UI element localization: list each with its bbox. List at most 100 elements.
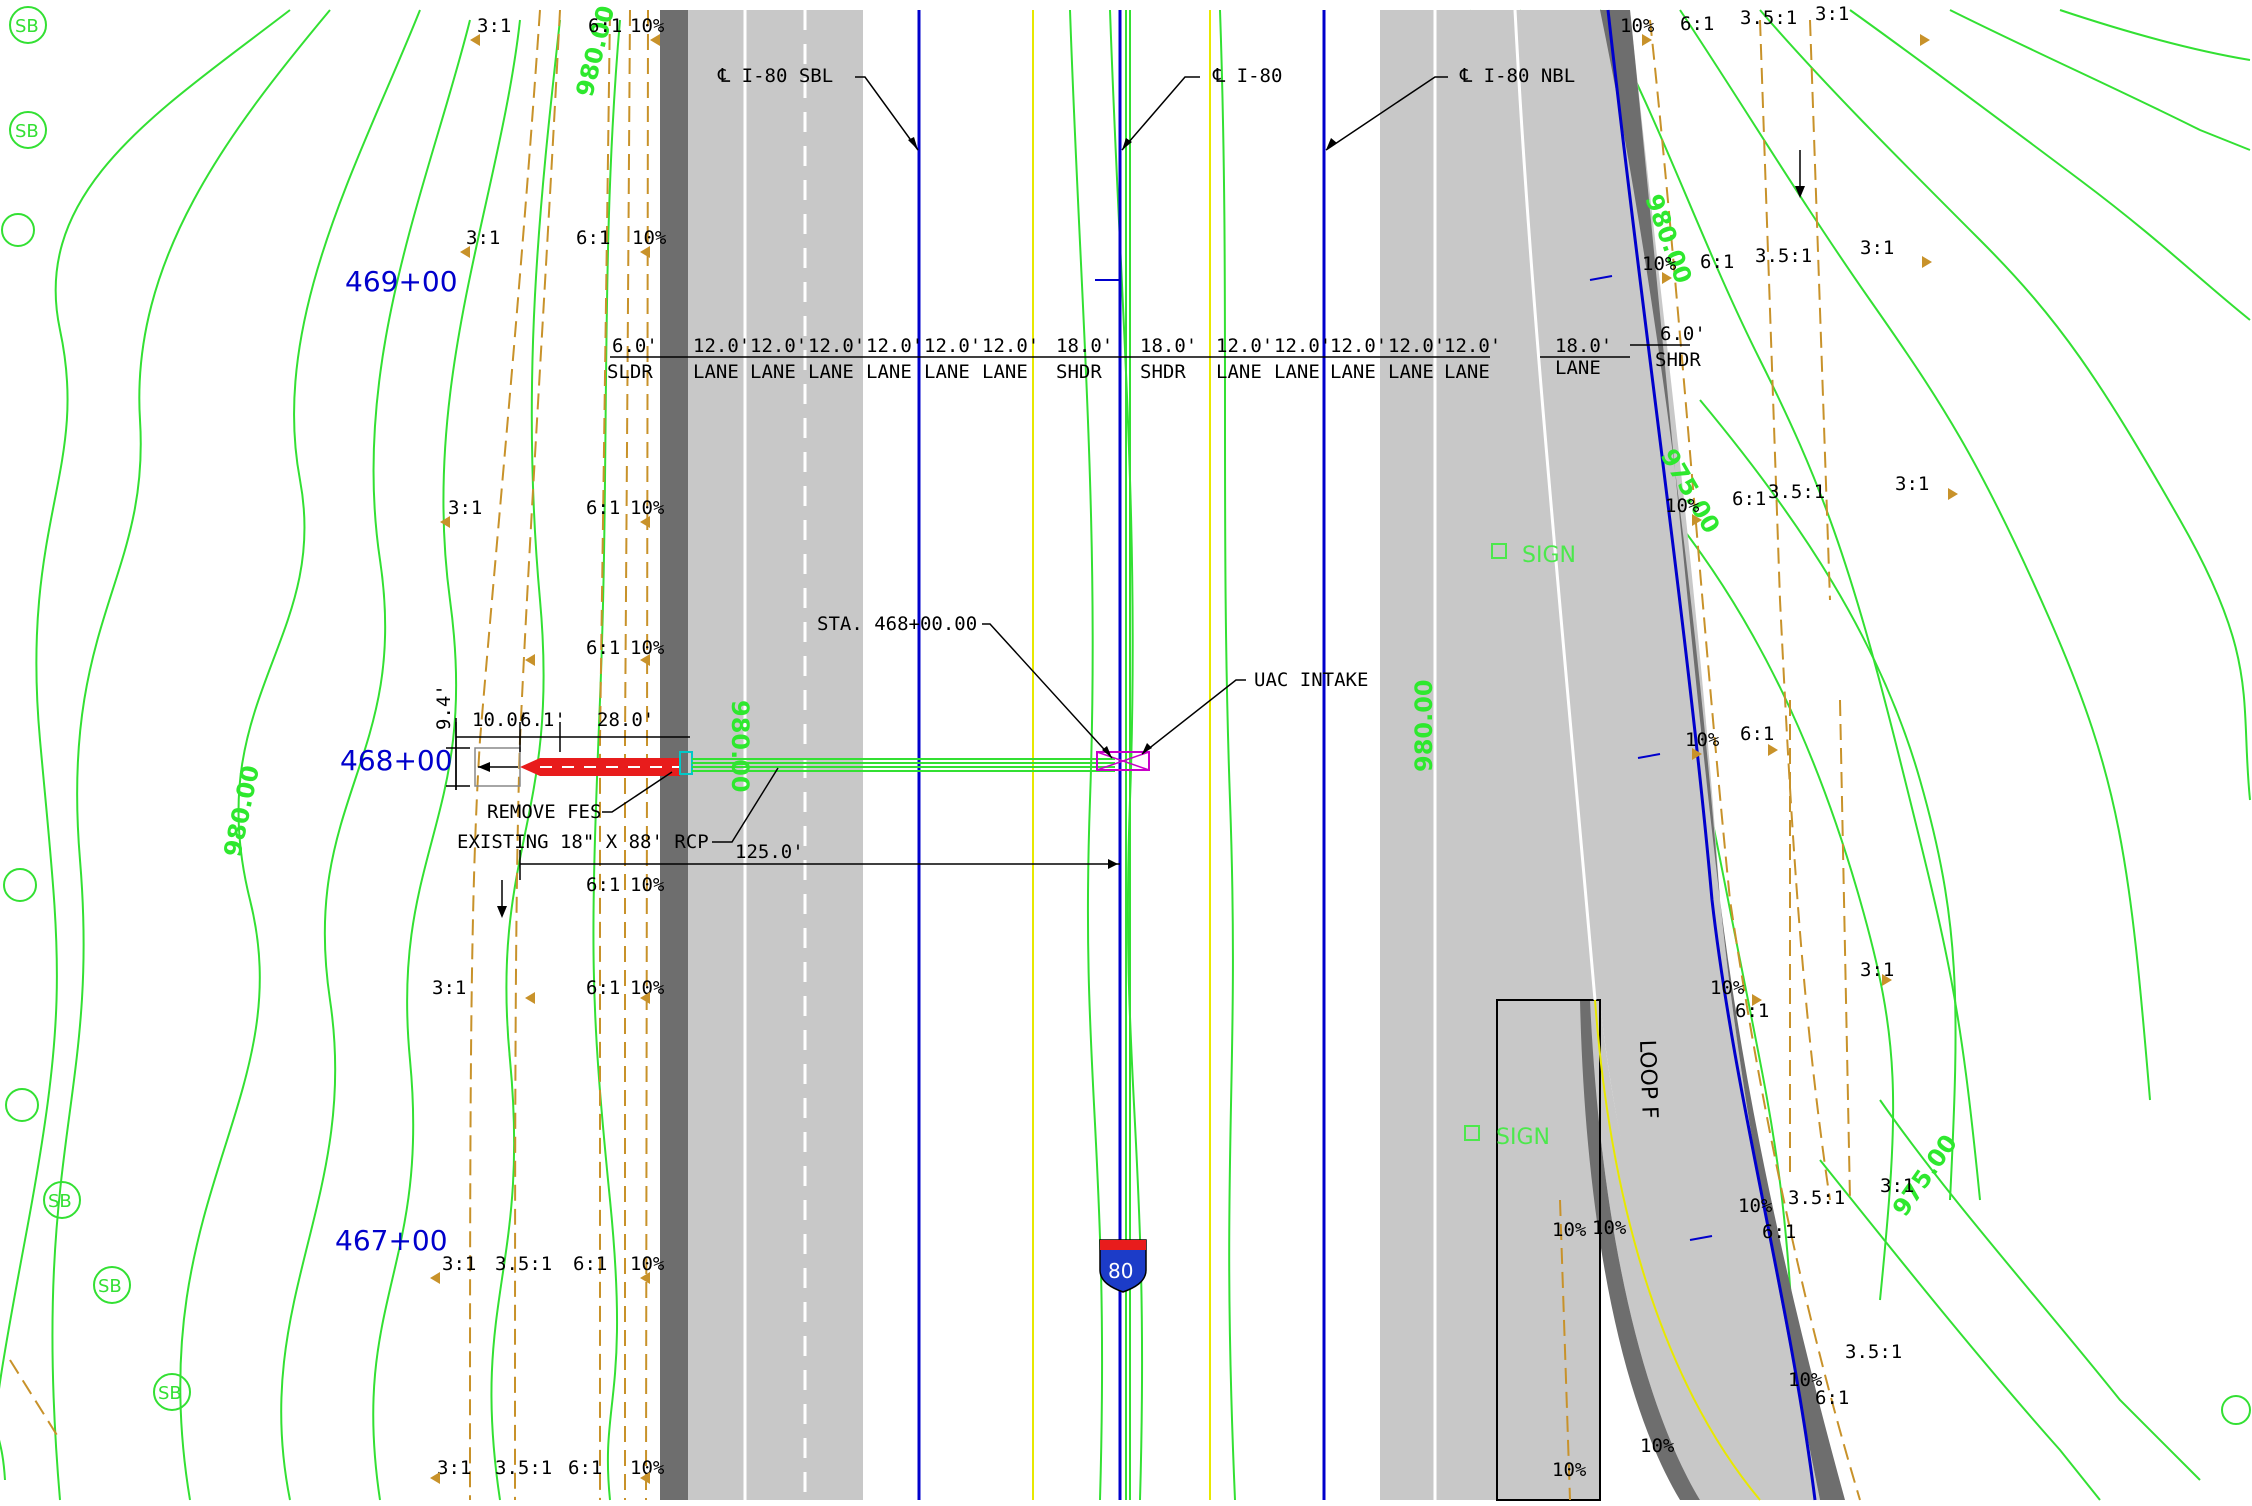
width-13: 12.0': [1444, 335, 1501, 357]
callout-sbl: ℄ I-80 SBL: [717, 65, 833, 87]
remove-fes-red: [520, 758, 680, 776]
slope-r-10-i: 10%: [1788, 1369, 1823, 1391]
width-11: 12.0': [1330, 335, 1387, 357]
contour-980-pipe: 980.00: [726, 700, 754, 793]
slope-labels-right: 10% 6:1 3.5:1 3:1 10% 6:1 3.5:1 3:1 10% …: [1552, 3, 1929, 1481]
sbl-lanes: [688, 10, 863, 1500]
slope-10-r5: 10%: [630, 874, 665, 896]
slope-31-r8: 3:1: [437, 1457, 471, 1479]
slope-r-10-g: 10%: [1552, 1219, 1587, 1241]
width-7: 18.0': [1056, 335, 1113, 357]
sb-label-5: SB: [158, 1383, 182, 1404]
label-12: LANE: [1388, 361, 1434, 383]
left-grading-lines: [9, 9, 649, 1501]
slope-r-10-j: 10%: [1640, 1435, 1675, 1457]
slope-10-r8: 10%: [630, 1457, 665, 1479]
slope-61-r8: 6:1: [568, 1457, 602, 1479]
alignment-ticks: [1095, 275, 1713, 1241]
callout-remove-fes: REMOVE FES: [487, 801, 601, 823]
slope-r-31-f: 3:1: [1880, 1175, 1914, 1197]
nbl-ramp-pavement: [1600, 10, 1820, 1500]
callout-i80: ℄ I-80: [1212, 65, 1282, 87]
dim-125-0: 125.0': [735, 841, 804, 863]
dim-6-1: 6.1': [520, 709, 566, 731]
label-9: LANE: [1216, 361, 1262, 383]
label-7: SHDR: [1056, 361, 1102, 383]
width-12: 12.0': [1388, 335, 1445, 357]
slope-r-351-i: 3.5:1: [1845, 1341, 1902, 1363]
interstate-shield: 80: [1099, 1239, 1147, 1293]
slope-r-61-b: 6:1: [1700, 251, 1734, 273]
width-1: 12.0': [693, 335, 750, 357]
loop-f-shoulder: [1580, 1000, 1700, 1500]
slope-markers: [430, 34, 1958, 1484]
loop-f-pavement: [1590, 1000, 1780, 1500]
width-14: 18.0': [1555, 335, 1612, 357]
uac-intake-box: [1096, 751, 1150, 771]
width-6: 12.0': [982, 335, 1039, 357]
label-sldr: SLDR: [607, 361, 653, 383]
slope-r-351-c: 3.5:1: [1768, 481, 1825, 503]
slope-61-r4: 6:1: [586, 637, 620, 659]
slope-61-r3: 6:1: [586, 497, 620, 519]
lane-stripes: [743, 9, 1597, 1500]
shield-number: 80: [1108, 1259, 1133, 1283]
width-dimensions: 6.0' SLDR 12.0' LANE 12.0' LANE 12.0' LA…: [607, 323, 1706, 383]
width-2: 12.0': [750, 335, 807, 357]
slope-r-10-d: 10%: [1685, 729, 1720, 751]
callout-uac: UAC INTAKE: [1254, 669, 1368, 691]
slope-10-r4: 10%: [630, 637, 665, 659]
dim-10-0: 10.0': [472, 709, 529, 731]
label-2: LANE: [750, 361, 796, 383]
station-467: 467+00: [335, 1224, 448, 1257]
sb-label-3: SB: [48, 1191, 72, 1212]
slope-31-r7: 3:1: [442, 1253, 476, 1275]
width-9: 12.0': [1216, 335, 1273, 357]
slope-r-61-d: 6:1: [1740, 723, 1774, 745]
width-4: 12.0': [866, 335, 923, 357]
slope-r-351-f: 3.5:1: [1788, 1187, 1845, 1209]
sbl-bottom-dark: [660, 850, 688, 1500]
sign-label-lower: SIGN: [1496, 1125, 1550, 1150]
right-grading-lines: [1559, 19, 1861, 1501]
slope-10-r1: 10%: [630, 15, 665, 37]
slope-labels-left: 3:1 6:1 10% 3:1 6:1 10% 3:1 6:1 10% 6:1 …: [432, 15, 667, 1479]
width-10: 12.0': [1274, 335, 1331, 357]
label-14: LANE: [1555, 357, 1601, 379]
slope-31-r1: 3:1: [477, 15, 511, 37]
contour-980-mid-left: 980.00: [218, 763, 265, 859]
callout-nbl: ℄ I-80 NBL: [1459, 65, 1575, 87]
sb-symbols: [1, 6, 2251, 1425]
slope-10-r7: 10%: [630, 1253, 665, 1275]
nbl-lanes: [1380, 10, 1600, 1500]
pipe-callouts: STA. 468+00.00 UAC INTAKE REMOVE FES EXI…: [457, 613, 1368, 853]
slope-10-r6: 10%: [630, 977, 665, 999]
sign-label-upper: SIGN: [1522, 543, 1576, 568]
contour-980-nbl: 980.00: [1410, 679, 1438, 772]
slope-r-10-b: 10%: [1642, 253, 1677, 275]
sb-label-1: SB: [15, 16, 39, 37]
label-10: LANE: [1274, 361, 1320, 383]
centerline-callouts: ℄ I-80 SBL ℄ I-80 ℄ I-80 NBL: [717, 65, 1575, 151]
label-11: LANE: [1330, 361, 1376, 383]
callout-sta: STA. 468+00.00: [817, 613, 977, 635]
slope-31-r6: 3:1: [432, 977, 466, 999]
pipe-run: [692, 758, 1115, 772]
slope-61-r6: 6:1: [586, 977, 620, 999]
slope-r-10-a: 10%: [1620, 15, 1655, 37]
dim-28-0: 28.0': [597, 709, 654, 731]
width-3: 12.0': [808, 335, 865, 357]
stations: 469+00 468+00 467+00: [335, 265, 458, 1257]
label-4: LANE: [866, 361, 912, 383]
slope-61-r5: 6:1: [586, 874, 620, 896]
slope-r-10-h: 10%: [1592, 1217, 1627, 1239]
slope-r-61-e: 6:1: [1735, 1000, 1769, 1022]
slope-61-r7: 6:1: [573, 1253, 607, 1275]
slope-r-31-c: 3:1: [1895, 473, 1929, 495]
width-8: 18.0': [1140, 335, 1197, 357]
loop-f-label: LOOP F: [1634, 1039, 1662, 1119]
slope-r-10-k: 10%: [1552, 1459, 1587, 1481]
label-6: LANE: [982, 361, 1028, 383]
sb-label-4: SB: [98, 1276, 122, 1297]
